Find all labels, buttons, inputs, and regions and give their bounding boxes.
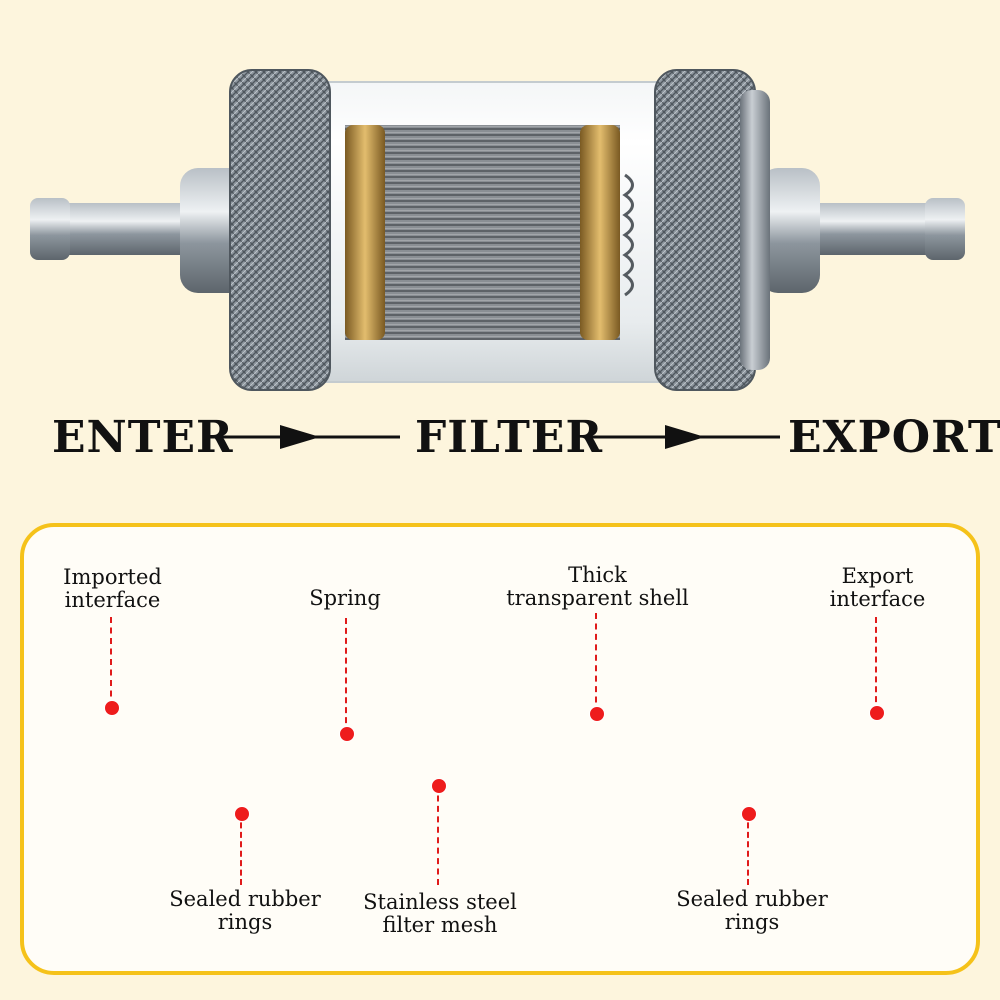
leader-thick-shell xyxy=(595,613,597,713)
label-line: rings xyxy=(724,910,780,934)
label-filter-mesh: Stainless steel filter mesh xyxy=(350,891,530,937)
marker-filter-mesh xyxy=(431,778,447,794)
marker-imported-interface xyxy=(104,700,120,716)
label-line: Imported xyxy=(63,565,162,589)
flow-export-label: EXPORT xyxy=(788,412,1000,463)
flow-arrow-1 xyxy=(210,425,400,449)
leader-sealed-rings-right xyxy=(747,813,749,885)
label-sealed-rings-right: Sealed rubber rings xyxy=(662,888,842,934)
label-sealed-rings-left: Sealed rubber rings xyxy=(155,888,335,934)
marker-export-interface xyxy=(869,705,885,721)
leader-export-interface xyxy=(875,617,877,712)
leader-filter-mesh xyxy=(437,785,439,885)
label-line: interface xyxy=(829,587,926,611)
marker-spring xyxy=(339,726,355,742)
label-thick-shell: Thick transparent shell xyxy=(495,564,700,610)
flow-filter-label: FILTER xyxy=(415,412,604,463)
flow-arrow-2 xyxy=(585,425,780,449)
marker-thick-shell xyxy=(589,706,605,722)
label-line: filter mesh xyxy=(382,913,498,937)
leader-imported-interface xyxy=(110,617,112,707)
label-line: Thick xyxy=(568,563,627,587)
leader-spring xyxy=(345,618,347,733)
fuel-filter-assembled-icon xyxy=(30,69,965,391)
marker-sealed-rings-left xyxy=(234,806,250,822)
label-imported-interface: Imported interface xyxy=(40,566,185,612)
exploded-view-panel xyxy=(20,523,980,975)
label-line: Spring xyxy=(309,586,381,610)
label-line: interface xyxy=(64,588,161,612)
label-export-interface: Export interface xyxy=(815,565,940,611)
label-line: Sealed rubber xyxy=(676,887,828,911)
leader-sealed-rings-left xyxy=(240,813,242,885)
label-line: transparent shell xyxy=(506,586,689,610)
flow-enter-label: ENTER xyxy=(52,412,234,463)
marker-sealed-rings-right xyxy=(741,806,757,822)
label-line: Export xyxy=(841,564,914,588)
label-line: Stainless steel xyxy=(363,890,517,914)
label-line: rings xyxy=(217,910,273,934)
label-line: Sealed rubber xyxy=(169,887,321,911)
label-spring: Spring xyxy=(290,587,400,610)
